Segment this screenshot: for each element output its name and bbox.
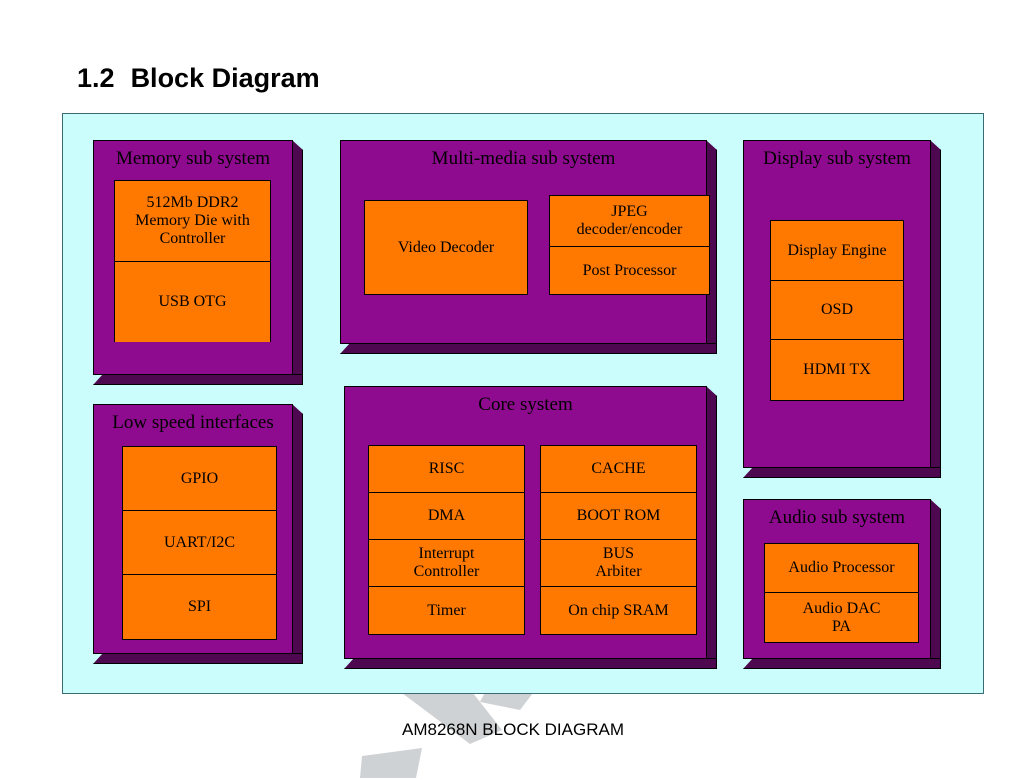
group-title-audio-sub-system: Audio sub system bbox=[768, 507, 906, 528]
block-stack-core-right: CACHE BOOT ROM BUS Arbiter On chip SRAM bbox=[540, 445, 697, 635]
diagram-caption: AM8268N BLOCK DIAGRAM bbox=[401, 720, 624, 739]
block-cache[interactable]: CACHE bbox=[541, 446, 696, 493]
block-post-processor[interactable]: Post Processor bbox=[550, 247, 709, 294]
group-low-speed-interfaces[interactable]: Low speed interfaces GPIO UART/I2C SPI bbox=[93, 404, 303, 664]
group-memory-sub-system[interactable]: Memory sub system 512Mb DDR2 Memory Die … bbox=[93, 140, 303, 385]
group-shadow-bottom bbox=[340, 343, 717, 354]
block-stack-low-speed: GPIO UART/I2C SPI bbox=[122, 446, 277, 640]
block-interrupt-controller[interactable]: Interrupt Controller bbox=[369, 540, 524, 587]
block-stack-multimedia-left: Video Decoder bbox=[364, 200, 528, 295]
block-osd[interactable]: OSD bbox=[771, 281, 903, 340]
block-risc[interactable]: RISC bbox=[369, 446, 524, 493]
block-audio-dac-pa[interactable]: Audio DAC PA bbox=[765, 593, 918, 642]
group-title-multi-media-sub-system: Multi-media sub system bbox=[431, 148, 616, 169]
page-title-number: 1.2 bbox=[77, 63, 115, 93]
group-display-sub-system[interactable]: Display sub system Display Engine OSD HD… bbox=[743, 140, 941, 478]
block-on-chip-sram[interactable]: On chip SRAM bbox=[541, 587, 696, 634]
group-shadow-right bbox=[930, 140, 941, 478]
group-title-low-speed-interfaces: Low speed interfaces bbox=[112, 412, 274, 433]
group-title-memory-sub-system: Memory sub system bbox=[115, 148, 271, 169]
group-shadow-bottom bbox=[743, 658, 941, 669]
block-video-decoder[interactable]: Video Decoder bbox=[365, 201, 527, 294]
block-jpeg-decoder-encoder[interactable]: JPEG decoder/encoder bbox=[550, 196, 709, 247]
page-title-text: Block Diagram bbox=[130, 63, 320, 93]
group-shadow-right bbox=[292, 140, 303, 385]
group-core-system[interactable]: Core system RISC DMA Interrupt Controlle… bbox=[344, 386, 717, 669]
block-gpio[interactable]: GPIO bbox=[123, 447, 276, 511]
group-shadow-bottom bbox=[93, 653, 303, 664]
block-spi[interactable]: SPI bbox=[123, 575, 276, 639]
block-stack-audio: Audio Processor Audio DAC PA bbox=[764, 543, 919, 643]
block-usb-otg[interactable]: USB OTG bbox=[115, 262, 270, 342]
block-boot-rom[interactable]: BOOT ROM bbox=[541, 493, 696, 540]
block-stack-core-left: RISC DMA Interrupt Controller Timer bbox=[368, 445, 525, 635]
group-title-display-sub-system: Display sub system bbox=[763, 148, 911, 169]
block-dma[interactable]: DMA bbox=[369, 493, 524, 540]
group-audio-sub-system[interactable]: Audio sub system Audio Processor Audio D… bbox=[743, 499, 941, 669]
group-title-core-system: Core system bbox=[478, 394, 573, 415]
group-shadow-bottom bbox=[743, 467, 941, 478]
group-shadow-right bbox=[930, 499, 941, 669]
block-audio-processor[interactable]: Audio Processor bbox=[765, 544, 918, 593]
block-uart-i2c[interactable]: UART/I2C bbox=[123, 511, 276, 575]
block-display-engine[interactable]: Display Engine bbox=[771, 221, 903, 281]
block-hdmi-tx[interactable]: HDMI TX bbox=[771, 340, 903, 400]
group-shadow-bottom bbox=[344, 658, 717, 669]
group-multi-media-sub-system[interactable]: Multi-media sub system Video Decoder JPE… bbox=[340, 140, 717, 354]
group-shadow-right bbox=[292, 404, 303, 664]
block-stack-multimedia-right: JPEG decoder/encoder Post Processor bbox=[549, 195, 710, 295]
block-timer[interactable]: Timer bbox=[369, 587, 524, 634]
group-shadow-bottom bbox=[93, 374, 303, 385]
block-ddr2-memory-die[interactable]: 512Mb DDR2 Memory Die with Controller bbox=[115, 181, 270, 262]
block-stack-memory: 512Mb DDR2 Memory Die with Controller US… bbox=[114, 180, 271, 342]
group-shadow-right bbox=[706, 386, 717, 669]
block-bus-arbiter[interactable]: BUS Arbiter bbox=[541, 540, 696, 587]
block-stack-display: Display Engine OSD HDMI TX bbox=[770, 220, 904, 401]
block-diagram-canvas: Memory sub system 512Mb DDR2 Memory Die … bbox=[62, 113, 984, 694]
page-title: 1.2 Block Diagram bbox=[62, 32, 320, 94]
